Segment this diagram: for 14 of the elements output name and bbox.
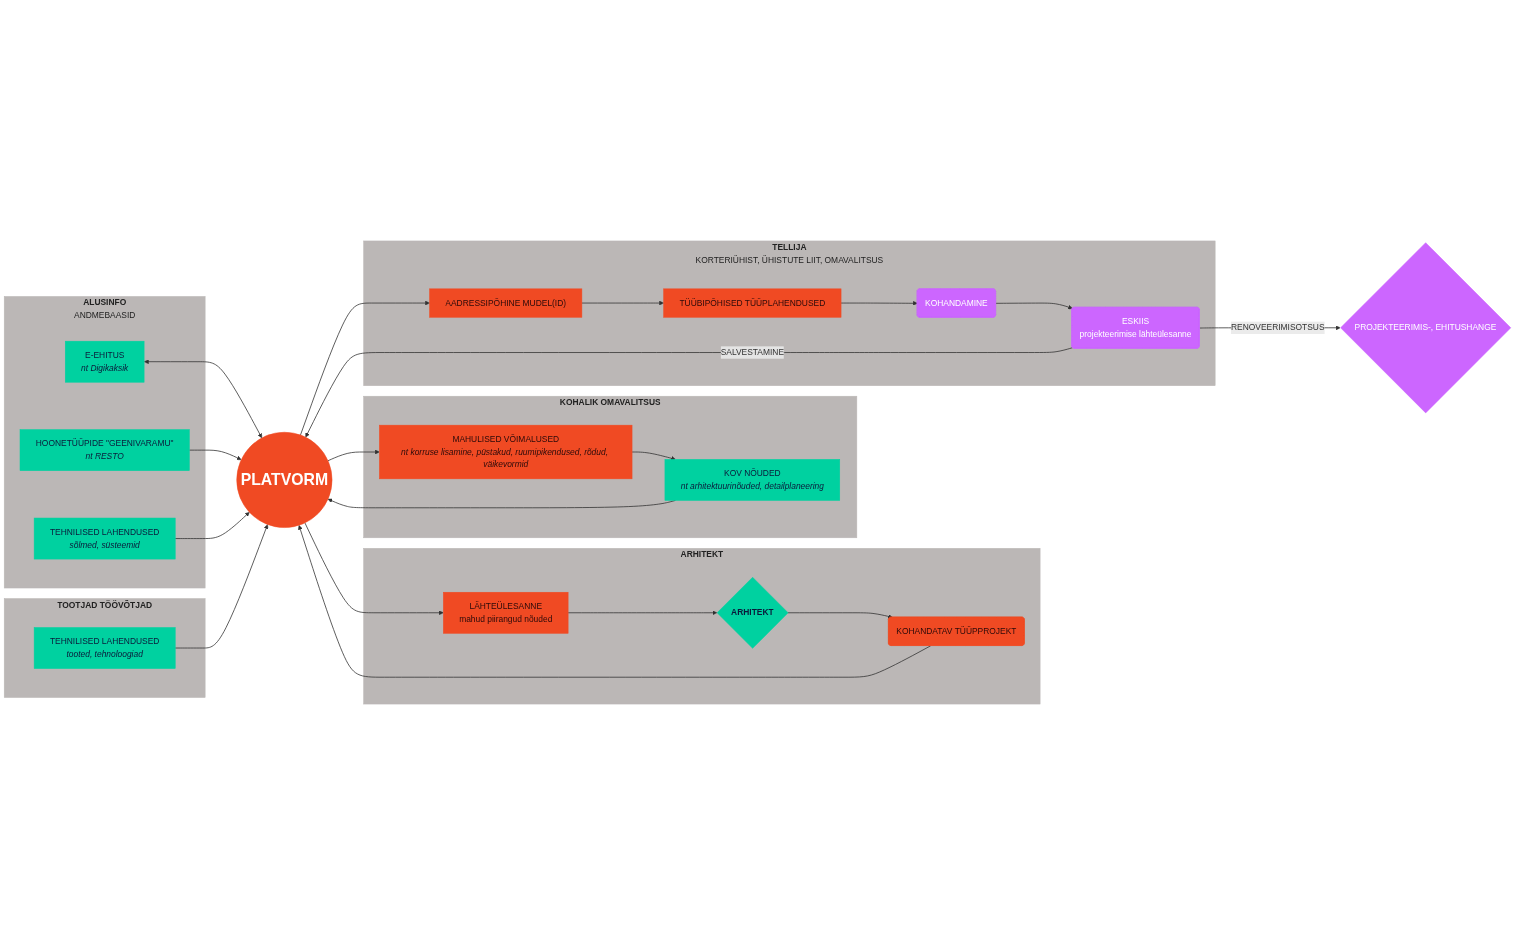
node-circle: PLATVORM: [236, 431, 333, 528]
node-box: MAHULISED VÕIMALUSED nt korruse lisamine, püstakud, ruumipikendused, rõdud, väikevormid: [379, 424, 633, 480]
node-box: LÄHTEÜLESANNE mahud piirangud nõuded: [443, 591, 569, 634]
edge-label: SALVESTAMINE: [720, 347, 785, 357]
node-box: HOONETÜÜPIDE "GEENIVARAMU" nt RESTO: [19, 429, 190, 471]
node-box: TEHNILISED LAHENDUSED tooted, tehnoloogiad: [33, 627, 176, 669]
node-box: E-EHITUS nt Digikaksik: [65, 340, 145, 383]
node-diamond: PROJEKTEERIMIS-, EHITUSHANGE: [1340, 242, 1512, 414]
node-box: TÜÜBIPÕHISED TÜÜPLAHENDUSED: [663, 288, 842, 318]
node-box: AADRESSIPÕHINE MUDEL(ID): [429, 288, 583, 318]
node-diamond: ARHITEKT: [716, 577, 789, 649]
edge-label: RENOVEERIMISOTSUS: [1230, 323, 1325, 332]
node-box: TEHNILISED LAHENDUSED sõlmed, süsteemid: [33, 517, 176, 560]
node-box: KOV NÕUDED nt arhitektuurinõuded, detailplaneering: [664, 459, 841, 501]
